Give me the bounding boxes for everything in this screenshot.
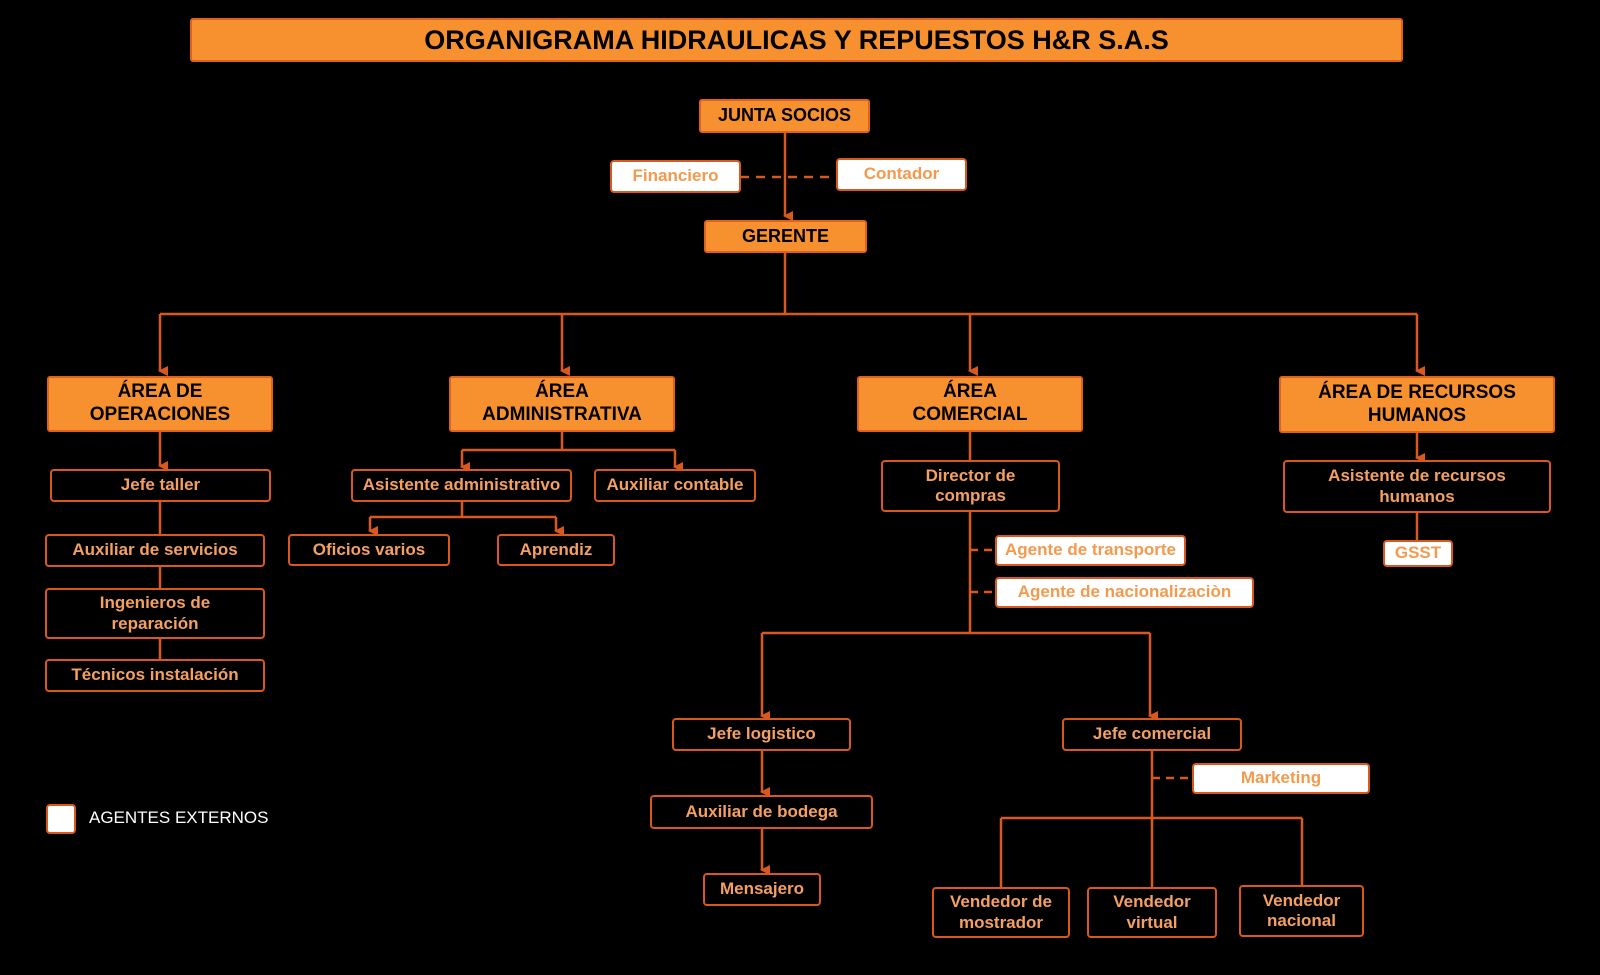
node-area-recursos-humanos[interactable]: ÁREA DE RECURSOS HUMANOS (1279, 376, 1555, 433)
node-gerente[interactable]: GERENTE (704, 220, 867, 253)
node-contador[interactable]: Contador (836, 158, 967, 191)
legend-label: AGENTES EXTERNOS (89, 808, 269, 827)
node-oficios-varios[interactable]: Oficios varios (288, 534, 450, 566)
node-jefe-comercial[interactable]: Jefe comercial (1062, 718, 1242, 751)
node-aprendiz[interactable]: Aprendiz (497, 534, 615, 566)
node-vendedor-mostrador[interactable]: Vendedor de mostrador (932, 887, 1070, 938)
node-director-compras[interactable]: Director de compras (881, 460, 1060, 512)
node-tecnicos-instalacion[interactable]: Técnicos instalación (45, 659, 265, 692)
node-auxiliar-bodega[interactable]: Auxiliar de bodega (650, 795, 873, 829)
node-agente-transporte[interactable]: Agente de transporte (995, 535, 1186, 566)
node-jefe-logistico[interactable]: Jefe logistico (672, 718, 851, 751)
node-auxiliar-contable[interactable]: Auxiliar contable (594, 469, 756, 502)
node-asistente-administrativo[interactable]: Asistente administrativo (351, 469, 572, 502)
node-financiero[interactable]: Financiero (610, 160, 741, 193)
node-auxiliar-servicios[interactable]: Auxiliar de servicios (45, 534, 265, 567)
chart-title: ORGANIGRAMA HIDRAULICAS Y REPUESTOS H&R … (190, 18, 1403, 62)
node-vendedor-virtual[interactable]: Vendedor virtual (1087, 887, 1217, 938)
node-agente-nacionalizacion[interactable]: Agente de nacionalizaciòn (995, 577, 1254, 608)
node-ingenieros-reparacion[interactable]: Ingenieros de reparación (45, 588, 265, 639)
node-gsst[interactable]: GSST (1383, 540, 1453, 567)
legend-swatch (46, 804, 76, 834)
node-jefe-taller[interactable]: Jefe taller (50, 469, 271, 502)
node-area-comercial[interactable]: ÁREA COMERCIAL (857, 376, 1083, 432)
node-vendedor-nacional[interactable]: Vendedor nacional (1239, 885, 1364, 937)
node-asistente-rrhh[interactable]: Asistente de recursos humanos (1283, 460, 1551, 513)
node-junta-socios[interactable]: JUNTA SOCIOS (699, 99, 870, 133)
node-mensajero[interactable]: Mensajero (703, 873, 821, 906)
node-area-operaciones[interactable]: ÁREA DE OPERACIONES (47, 376, 273, 432)
node-marketing[interactable]: Marketing (1192, 763, 1370, 794)
node-area-administrativa[interactable]: ÁREA ADMINISTRATIVA (449, 376, 675, 432)
